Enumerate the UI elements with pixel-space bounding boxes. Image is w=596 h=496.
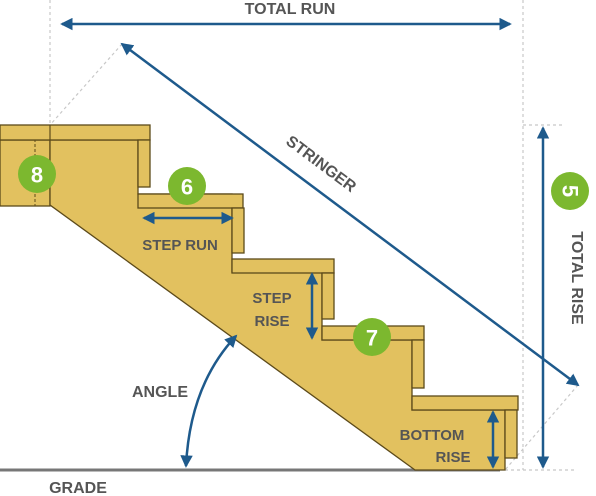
bottom-rise-label-line1: BOTTOM xyxy=(400,427,465,444)
riser-5 xyxy=(504,409,518,459)
angle-arrow xyxy=(180,334,238,468)
angle-label: ANGLE xyxy=(132,384,188,401)
riser-3 xyxy=(321,272,335,320)
svg-text:7: 7 xyxy=(366,326,378,351)
riser-2 xyxy=(231,207,245,254)
svg-text:6: 6 xyxy=(181,175,193,200)
stringer-label: STRINGER xyxy=(283,133,360,196)
badge-5: 5 xyxy=(551,172,589,210)
svg-text:5: 5 xyxy=(558,185,583,197)
bottom-rise-label-line2: RISE xyxy=(435,449,470,466)
total-rise-label: TOTAL RISE xyxy=(568,231,585,325)
step-rise-label-line1: STEP xyxy=(252,290,291,307)
total-run-label: TOTAL RUN xyxy=(245,1,336,18)
badge-8: 8 xyxy=(18,155,56,193)
step-run-label: STEP RUN xyxy=(142,237,218,254)
step-rise-label-line2: RISE xyxy=(254,313,289,330)
stringer-arrow xyxy=(120,42,580,387)
deck-board xyxy=(0,124,151,141)
riser-4 xyxy=(411,339,425,389)
badge-6: 6 xyxy=(168,167,206,205)
badge-7: 7 xyxy=(353,318,391,356)
grade-label: GRADE xyxy=(49,480,107,496)
stringer-guide-top xyxy=(49,43,123,126)
tread-4 xyxy=(411,395,519,411)
riser-1 xyxy=(137,139,151,188)
tread-2 xyxy=(231,258,335,274)
svg-text:8: 8 xyxy=(31,163,43,188)
